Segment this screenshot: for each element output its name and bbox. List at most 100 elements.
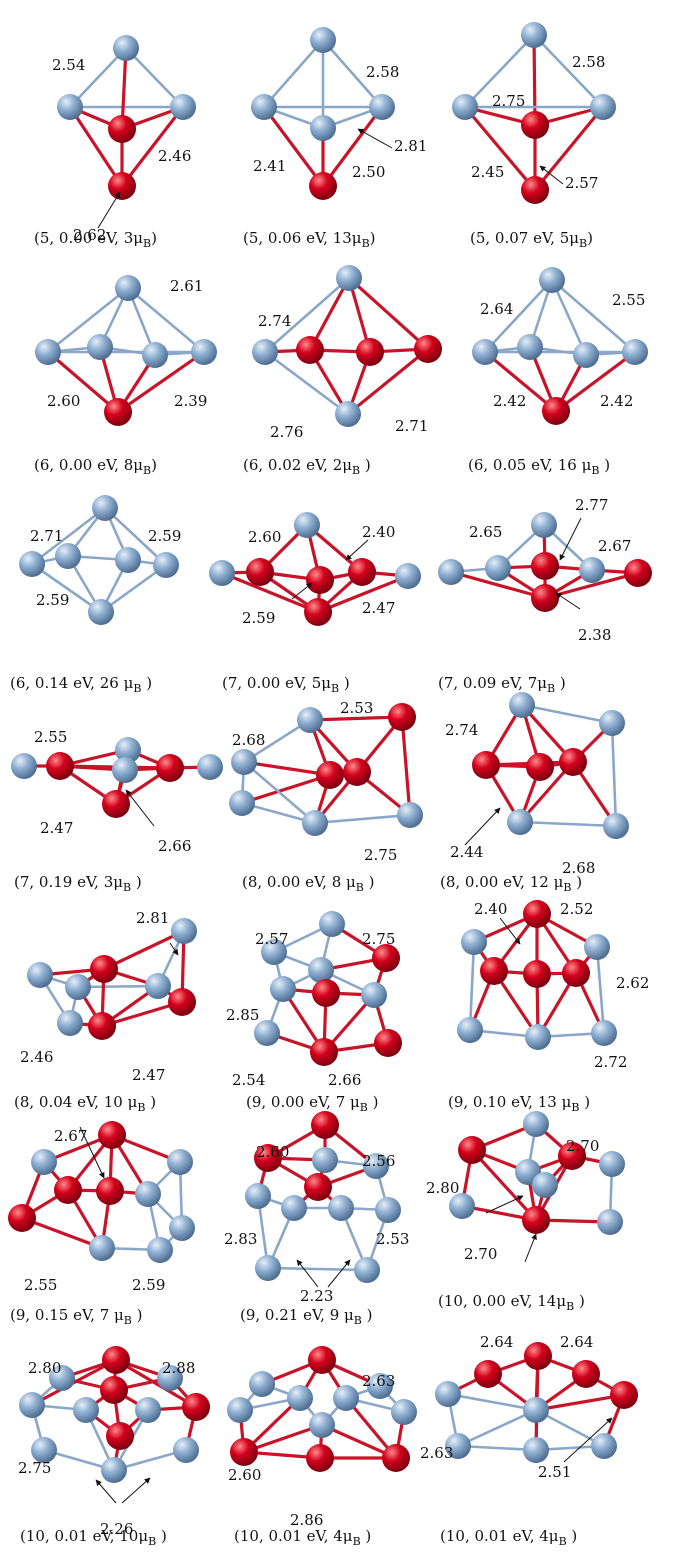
atom-blue bbox=[31, 1149, 57, 1175]
bond-length-label: 2.80 bbox=[426, 1179, 459, 1197]
atom-blue bbox=[113, 35, 139, 61]
label-arrow bbox=[559, 517, 582, 561]
bond-length-label: 2.71 bbox=[395, 417, 428, 435]
bond bbox=[76, 984, 160, 989]
bond-length-label: 2.72 bbox=[594, 1053, 627, 1071]
atom-red bbox=[316, 761, 344, 789]
atom-group bbox=[209, 512, 421, 626]
bond-length-label: 2.53 bbox=[376, 1230, 409, 1248]
atom-blue bbox=[92, 495, 118, 521]
atom-red bbox=[521, 176, 549, 204]
atom-red bbox=[348, 558, 376, 586]
bond-length-label: 2.63 bbox=[420, 1444, 453, 1462]
label-arrow bbox=[125, 789, 155, 827]
bond-length-label: 2.75 bbox=[18, 1459, 51, 1477]
atom-red bbox=[522, 1206, 550, 1234]
atom-blue bbox=[270, 976, 296, 1002]
atom-blue bbox=[590, 94, 616, 120]
bond-length-label: 2.60 bbox=[228, 1466, 261, 1484]
atom-group bbox=[19, 495, 179, 625]
atom-blue bbox=[461, 929, 487, 955]
atom-blue bbox=[227, 1397, 253, 1423]
label-arrow bbox=[499, 917, 521, 945]
bond-length-label: 2.66 bbox=[328, 1071, 361, 1089]
bond-length-label: 2.59 bbox=[132, 1276, 165, 1294]
bond-length-label: 2.71 bbox=[30, 527, 63, 545]
bond bbox=[468, 940, 476, 1032]
label-arrow bbox=[485, 1195, 524, 1214]
atom-group bbox=[11, 737, 223, 818]
bond-length-label: 2.59 bbox=[36, 591, 69, 609]
atom-red bbox=[414, 335, 442, 363]
atom-group bbox=[254, 911, 402, 1066]
bond-length-label: 2.80 bbox=[28, 1359, 61, 1377]
bond-length-label: 2.75 bbox=[492, 92, 525, 110]
bond-length-label: 2.42 bbox=[493, 392, 526, 410]
atom-blue bbox=[261, 939, 287, 965]
atom-group bbox=[35, 275, 217, 426]
atom-blue bbox=[308, 957, 334, 983]
bond-length-label: 2.60 bbox=[256, 1143, 289, 1161]
bond bbox=[532, 33, 605, 109]
label-arrow bbox=[79, 1126, 105, 1179]
panel-caption: (10, 0.01 eV, 4μB ) bbox=[440, 1527, 577, 1548]
atom-blue bbox=[485, 555, 511, 581]
bond bbox=[595, 945, 606, 1035]
atom-blue bbox=[591, 1433, 617, 1459]
atom-blue bbox=[89, 1235, 115, 1261]
atom-blue bbox=[573, 342, 599, 368]
bond bbox=[20, 1216, 104, 1250]
atom-blue bbox=[281, 1195, 307, 1221]
bond bbox=[126, 286, 206, 354]
atom-blue bbox=[523, 1111, 549, 1137]
bond-length-label: 2.60 bbox=[248, 528, 281, 546]
atom-blue bbox=[523, 1397, 549, 1423]
atom-blue bbox=[252, 339, 278, 365]
label-arrow bbox=[563, 1417, 613, 1463]
atom-red bbox=[382, 1444, 410, 1472]
atom-blue bbox=[622, 339, 648, 365]
bond bbox=[308, 715, 404, 722]
label-arrow bbox=[95, 1479, 117, 1504]
label-arrow bbox=[97, 191, 121, 229]
bond-length-label: 2.51 bbox=[538, 1463, 571, 1481]
atom-blue bbox=[231, 749, 257, 775]
atom-blue bbox=[531, 512, 557, 538]
bond bbox=[263, 276, 351, 354]
atom-red bbox=[246, 558, 274, 586]
atom-red bbox=[542, 397, 570, 425]
atom-blue bbox=[397, 802, 423, 828]
atom-red bbox=[156, 754, 184, 782]
bond-length-label: 2.88 bbox=[162, 1359, 195, 1377]
atom-blue bbox=[229, 790, 255, 816]
bond-length-label: 2.64 bbox=[480, 1333, 513, 1351]
atom-blue bbox=[312, 1147, 338, 1173]
bond-length-label: 2.23 bbox=[300, 1287, 333, 1305]
bond-length-label: 2.55 bbox=[24, 1276, 57, 1294]
atom-red bbox=[108, 172, 136, 200]
bond bbox=[242, 760, 332, 777]
atom-red bbox=[310, 1038, 338, 1066]
bond bbox=[116, 350, 206, 414]
bond-length-label: 2.75 bbox=[364, 846, 397, 864]
bond bbox=[99, 563, 168, 614]
atom-blue bbox=[31, 1437, 57, 1463]
atom-red bbox=[182, 1393, 210, 1421]
atom-blue bbox=[171, 918, 197, 944]
atom-red bbox=[374, 1029, 402, 1057]
bond-length-label: 2.67 bbox=[54, 1127, 87, 1145]
atom-blue bbox=[472, 339, 498, 365]
atom-red bbox=[312, 979, 340, 1007]
atom-red bbox=[46, 752, 74, 780]
bond bbox=[449, 570, 547, 600]
bond bbox=[534, 1393, 626, 1412]
atom-red bbox=[472, 751, 500, 779]
atom-red bbox=[168, 988, 196, 1016]
atom-blue bbox=[135, 1181, 161, 1207]
atom-blue bbox=[333, 1385, 359, 1411]
atom-red bbox=[309, 172, 337, 200]
atom-group bbox=[452, 22, 616, 204]
atom-red bbox=[104, 398, 132, 426]
atom-red bbox=[524, 1342, 552, 1370]
